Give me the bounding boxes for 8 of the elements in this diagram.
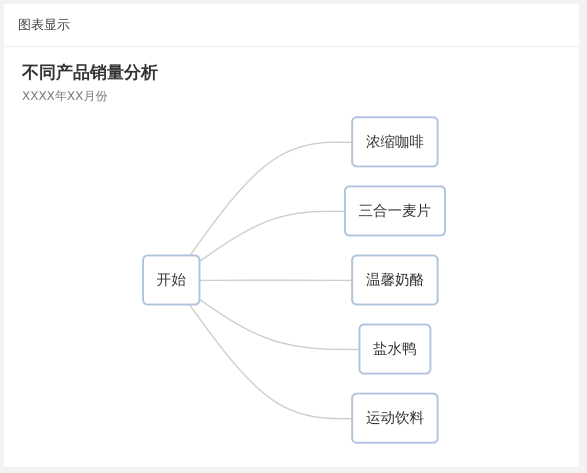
connector bbox=[189, 304, 353, 420]
chart-title: 不同产品销量分析 bbox=[22, 62, 158, 84]
connector bbox=[200, 210, 346, 262]
chart-subtitle: XXXX年XX月份 bbox=[22, 88, 108, 105]
panel-header: 图表显示 bbox=[18, 17, 70, 34]
connector bbox=[200, 299, 360, 350]
connector bbox=[189, 142, 353, 256]
connector bbox=[200, 279, 353, 282]
